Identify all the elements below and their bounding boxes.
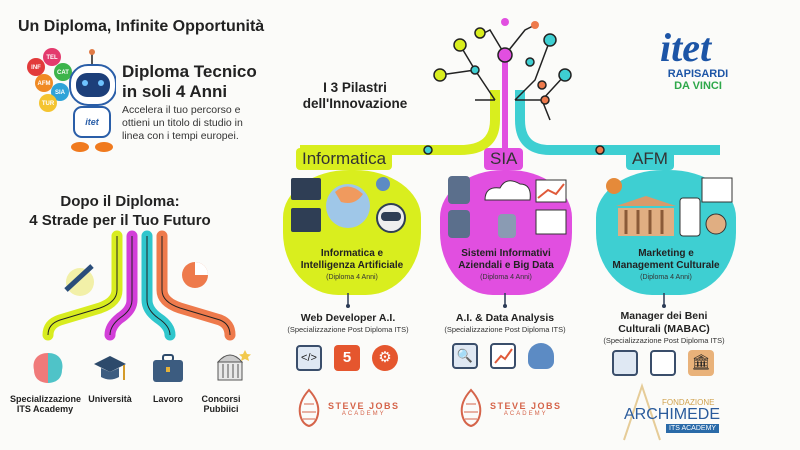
job-title-line2: Culturali (MABAC): [618, 323, 710, 335]
informatica-icons: </> 5 ⚙: [296, 345, 398, 371]
robot-mascot-icon: TEL INF CAT AFM SIA TUR itet: [27, 48, 116, 152]
innovation-tree-diagram: [300, 18, 720, 155]
road-label-universita: Università: [88, 394, 132, 404]
html5-icon: 5: [334, 345, 360, 371]
pillar-title-line1: Sistemi Informativi: [461, 248, 551, 259]
partner-name: STEVE JOBS: [490, 401, 562, 411]
intro-heading-line1: Diploma Tecnico: [122, 62, 257, 81]
job-title: A.I. & Data Analysis: [455, 312, 555, 324]
partner-sub: ACADEMY: [341, 411, 386, 417]
tab-informatica[interactable]: Informatica: [296, 148, 393, 170]
roads-heading-line1: Dopo il Diploma:: [60, 193, 180, 210]
partner-top: FONDAZIONE: [662, 398, 715, 407]
cloud-data-illustration-icon: [448, 176, 567, 238]
pinecone-icon: [460, 388, 482, 428]
briefcase-icon: [153, 354, 183, 382]
brain-icon: [33, 353, 63, 383]
pillar-title-line2: Management Culturale: [612, 260, 720, 271]
robot-badge-sia: SIA: [55, 90, 66, 96]
logo-mark: itet: [660, 25, 712, 70]
diploma-scroll-icon: [64, 264, 94, 292]
roads-heading-line2: 4 Strade per il Tuo Futuro: [29, 212, 211, 229]
tab-sia[interactable]: SIA: [484, 148, 524, 170]
pillar-title-line1: Marketing e: [638, 248, 694, 259]
pillars-heading-line2: dell'Innovazione: [302, 96, 408, 111]
robot-badge-tel: TEL: [46, 55, 58, 61]
gear-globe-icon: ⚙: [372, 345, 398, 371]
partner-name: STEVE JOBS: [328, 401, 400, 411]
document-gear-icon: [650, 350, 676, 376]
clipboard-checklist-icon: [612, 350, 638, 376]
connector-lines: [346, 293, 666, 308]
brain-head-icon: [528, 343, 554, 369]
pillar-duration: (Diploma 4 Anni): [640, 274, 692, 281]
archimede-a-mark-icon: [623, 382, 661, 441]
growth-chart-icon: [490, 343, 516, 369]
museum-icon: 🏛: [688, 350, 714, 376]
afm-icons: 🏛: [612, 350, 714, 376]
government-building-icon: [216, 350, 251, 381]
job-specialization: (Specializzazione Post Diploma ITS): [444, 325, 566, 334]
job-specialization: (Specializzazione Post Diploma ITS): [287, 325, 409, 334]
robot-badge-cat: CAT: [57, 70, 69, 76]
job-title: Manager dei Beni: [620, 310, 708, 322]
robot-badge-inf: INF: [31, 65, 41, 71]
culture-marketing-illustration-icon: [606, 177, 733, 237]
pillar-duration: (Diploma 4 Anni): [480, 274, 532, 281]
graduation-cap-icon: [94, 356, 126, 380]
road-label-its: Specializzazione ITS Academy: [10, 394, 82, 414]
pillars-heading-line1: I 3 Pilastri: [323, 80, 387, 95]
job-specialization: (Specializzazione Post Diploma ITS): [603, 336, 725, 345]
page-title: Un Diploma, Infinite Opportunità: [18, 18, 265, 35]
robot-chest-logo: itet: [85, 117, 100, 127]
partner-sub: ACADEMY: [503, 411, 548, 417]
pillar-title-line2: Aziendali e Big Data: [458, 260, 554, 271]
pinecone-icon: [298, 388, 320, 428]
itet-logo: itet RAPISARDI DA VINCI: [660, 25, 750, 93]
robot-badge-afm: AFM: [38, 81, 51, 87]
roads-heading: Dopo il Diploma: 4 Strade per il Tuo Futu…: [20, 192, 220, 230]
search-report-icon: 🔍: [452, 343, 478, 369]
roads-diagram: [42, 230, 236, 341]
sia-icons: 🔍: [452, 343, 554, 369]
intro-description: Accelera il tuo percorso e ottieni un ti…: [122, 104, 243, 142]
logo-line2: DA VINCI: [674, 80, 722, 92]
pillar-duration: (Diploma 4 Anni): [326, 274, 378, 281]
fondazione-archimede-logo: FONDAZIONE ARCHIMEDE ITS ACADEMY: [618, 382, 728, 442]
road-label-concorsi: Concorsi Pubbiici: [201, 394, 241, 414]
partner-name: ARCHIMEDE: [624, 406, 721, 423]
pillar-title-line1: Informatica e: [320, 248, 384, 259]
tab-afm[interactable]: AFM: [626, 148, 674, 170]
robot-badge-tur: TUR: [42, 101, 55, 107]
intro-heading-line2: in soli 4 Anni: [122, 82, 228, 101]
ai-robot-illustration-icon: [291, 177, 406, 233]
partner-sub: ITS ACADEMY: [666, 424, 720, 433]
pillar-title-line2: Intelligenza Artificiale: [300, 260, 404, 271]
road-label-lavoro: Lavoro: [152, 394, 183, 404]
code-window-icon: </>: [296, 345, 322, 371]
job-title: Web Developer A.I.: [300, 312, 396, 324]
job-sia: A.I. & Data Analysis(Specializzazione Po…: [425, 312, 585, 334]
job-informatica: Web Developer A.I.(Specializzazione Post…: [268, 312, 428, 334]
logo-line1: RAPISARDI: [667, 68, 729, 80]
